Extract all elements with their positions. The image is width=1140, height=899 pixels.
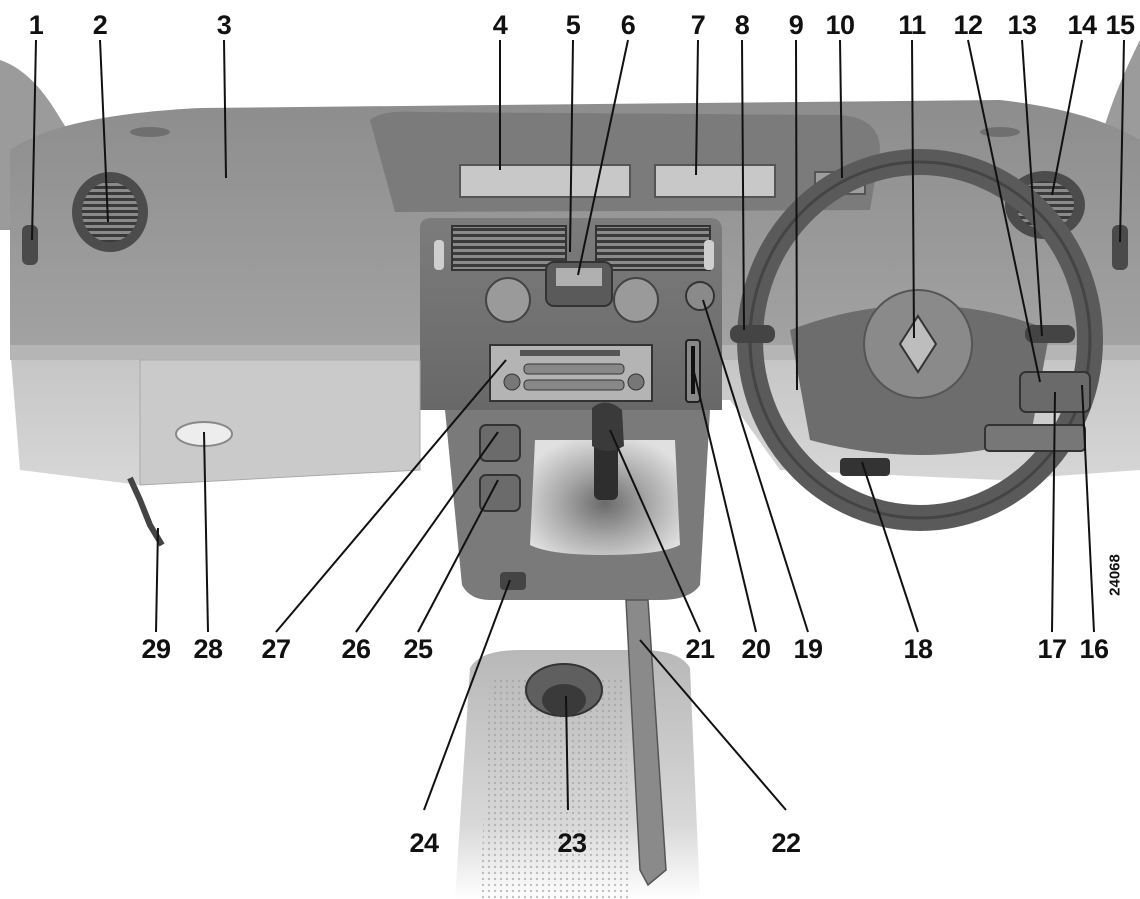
vent-tab-left xyxy=(434,240,444,270)
gear-knob xyxy=(592,402,624,451)
renault-logo xyxy=(898,314,938,374)
callout-3: 3 xyxy=(216,10,232,40)
callout-7: 7 xyxy=(690,10,706,40)
fascia-button xyxy=(685,281,715,311)
card-reader-opening xyxy=(691,346,695,394)
callout-1: 1 xyxy=(28,10,44,40)
centre-vent-left xyxy=(451,225,567,271)
callout-19: 19 xyxy=(793,634,823,664)
bonnet-release-lever xyxy=(127,476,165,547)
callout-12: 12 xyxy=(953,10,983,40)
callout-4: 4 xyxy=(492,10,508,40)
cup-holder-well xyxy=(542,684,586,716)
callout-28: 28 xyxy=(193,634,223,664)
radio-knob-right xyxy=(627,373,645,391)
edge-vent-left xyxy=(22,225,38,265)
callout-25: 25 xyxy=(403,634,433,664)
switch-lower xyxy=(479,474,521,512)
callout-21: 21 xyxy=(685,634,715,664)
right-stalk xyxy=(1025,325,1075,343)
display-right xyxy=(654,164,776,198)
callout-27: 27 xyxy=(261,634,291,664)
callout-16: 16 xyxy=(1079,634,1109,664)
speaker-grille-left xyxy=(130,127,170,137)
edge-vent-right xyxy=(1112,225,1128,270)
switch-upper xyxy=(479,424,521,462)
radio-buttons xyxy=(523,363,625,391)
handbrake-lever xyxy=(625,599,667,887)
climate-control-right xyxy=(613,277,659,323)
clock-screen xyxy=(556,268,602,286)
callout-29: 29 xyxy=(141,634,171,664)
callout-14: 14 xyxy=(1067,10,1097,40)
callout-13: 13 xyxy=(1007,10,1037,40)
centre-vent-right xyxy=(595,225,711,271)
radio-knob-left xyxy=(503,373,521,391)
climate-control-left xyxy=(485,277,531,323)
callout-18: 18 xyxy=(903,634,933,664)
callout-10: 10 xyxy=(825,10,855,40)
figure-code: 24068 xyxy=(1106,554,1124,596)
accessory-socket xyxy=(500,572,526,590)
callout-8: 8 xyxy=(734,10,750,40)
callout-15: 15 xyxy=(1105,10,1135,40)
callout-9: 9 xyxy=(788,10,804,40)
radio-cd-slot xyxy=(520,350,620,356)
speaker-grille-right xyxy=(980,127,1020,137)
callout-11: 11 xyxy=(898,10,926,40)
height-adjust-lever xyxy=(840,458,890,476)
callout-2: 2 xyxy=(92,10,108,40)
callout-20: 20 xyxy=(741,634,771,664)
side-vent-left-slats xyxy=(82,182,138,242)
callout-26: 26 xyxy=(341,634,371,664)
callout-22: 22 xyxy=(771,828,801,858)
callout-17: 17 xyxy=(1037,634,1067,664)
callout-6: 6 xyxy=(620,10,636,40)
leader-lines xyxy=(31,39,1125,811)
display-left xyxy=(459,164,631,198)
gear-stick xyxy=(594,440,618,500)
lower-switch-bank xyxy=(984,424,1086,452)
glovebox xyxy=(139,359,421,486)
left-stalk xyxy=(730,325,775,343)
callout-5: 5 xyxy=(565,10,581,40)
callout-23: 23 xyxy=(557,828,587,858)
armrest-texture xyxy=(480,680,630,899)
vent-tab-right xyxy=(704,240,714,270)
callout-24: 24 xyxy=(409,828,439,858)
